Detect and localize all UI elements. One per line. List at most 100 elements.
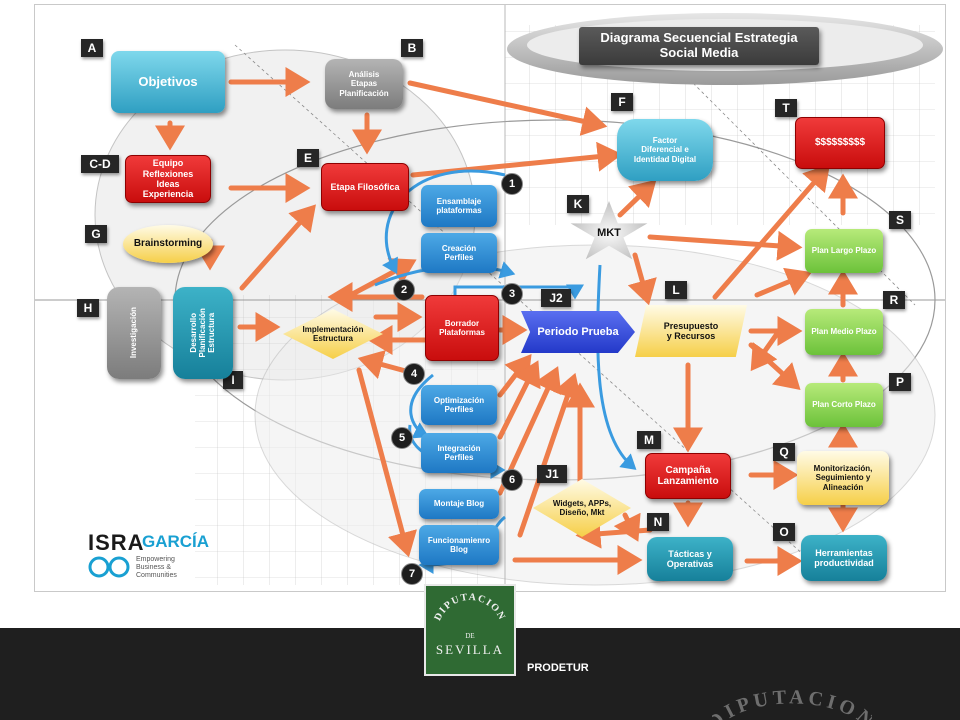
- node-montaje-label: Montaje Blog: [433, 499, 485, 509]
- letter-tag-f: F: [611, 93, 633, 111]
- node-borrador-line1: Borrador: [444, 318, 480, 328]
- letter-tag-n: N: [647, 513, 669, 531]
- letter-tag-j2: J2: [541, 289, 571, 307]
- letter-tag-o: O: [773, 523, 795, 541]
- node-widgets-line2: Diseño, Mkt: [559, 508, 605, 517]
- node-plan-corto-label: Plan Corto Plazo: [812, 400, 876, 410]
- node-creacion-line2: Perfiles: [444, 253, 474, 262]
- letter-tag-q: Q: [773, 443, 795, 461]
- node-brainstorming[interactable]: Brainstorming: [123, 225, 213, 263]
- isra-garcia-logo: ISRA GARCÍA Empowering Business & Commun…: [88, 530, 209, 580]
- isra-tagline-1: Empowering: [136, 556, 175, 563]
- letter-tag-m: M: [637, 431, 661, 449]
- node-herramientas-line1: Herramientas: [815, 547, 873, 558]
- node-herramientas-line2: productividad: [814, 558, 874, 568]
- node-equipo-line1: Equipo: [152, 158, 184, 169]
- isra-logo-name-a: ISRA: [88, 530, 145, 555]
- gear-icon: [88, 556, 130, 578]
- letter-tag-j1: J1: [537, 465, 567, 483]
- node-plan-corto[interactable]: Plan Corto Plazo: [805, 383, 883, 427]
- node-plan-largo[interactable]: Plan Largo Plazo: [805, 229, 883, 273]
- node-etapa-filosofica[interactable]: Etapa Filosófica: [321, 163, 409, 211]
- letter-tag-b: B: [401, 39, 423, 57]
- node-periodo-prueba[interactable]: Periodo Prueba: [521, 311, 635, 353]
- title-line-2: Social Media: [659, 45, 739, 60]
- diputacion-logo-graphic: DIPUTACION DE SEVILLA: [432, 592, 506, 657]
- letter-tag-g: G: [85, 225, 107, 243]
- node-optimizacion-line1: Optimización: [433, 395, 485, 405]
- step-number-3: 3: [501, 283, 523, 305]
- node-dinero[interactable]: $$$$$$$$$: [795, 117, 885, 169]
- footer-watermark-logo: DIPUTACION: [712, 686, 872, 720]
- node-objetivos[interactable]: Objetivos: [111, 51, 225, 113]
- step-number-2: 2: [393, 279, 415, 301]
- letter-tag-t: T: [775, 99, 797, 117]
- node-integracion-line2: Perfiles: [444, 453, 474, 462]
- node-campana-line2: Lanzamiento: [657, 476, 719, 487]
- node-equipo-line3: Ideas: [156, 179, 180, 189]
- node-plan-largo-label: Plan Largo Plazo: [811, 246, 877, 256]
- letter-tag-cd: C-D: [81, 155, 119, 173]
- step-number-1: 1: [501, 173, 523, 195]
- node-analisis-line2: Etapas: [350, 79, 378, 89]
- node-campana-line1: Campaña: [665, 464, 711, 476]
- node-mkt-label: MKT: [597, 226, 621, 239]
- node-objetivos-label: Objetivos: [138, 73, 198, 89]
- node-borrador-line2: Plataformas: [439, 328, 485, 337]
- node-creacion-line1: Creación: [441, 243, 477, 253]
- node-desarrollo-line2: Planificación: [198, 308, 208, 358]
- letter-tag-r: R: [883, 291, 905, 309]
- node-integracion-line1: Integración: [437, 443, 481, 453]
- letter-tag-p: P: [889, 373, 911, 391]
- footer-watermark-text: DIPUTACION: [712, 686, 872, 720]
- step-number-5: 5: [391, 427, 413, 449]
- footer-label: PRODETUR: [527, 662, 589, 674]
- node-investigacion[interactable]: Investigación: [107, 287, 161, 379]
- node-monitorizacion-line1: Monitorización,: [813, 464, 873, 474]
- node-plan-medio-label: Plan Medio Plazo: [811, 327, 877, 337]
- node-widgets-line1: Widgets, APPs,: [552, 498, 612, 508]
- node-factor-line1: Factor: [652, 136, 678, 146]
- node-dinero-label: $$$$$$$$$: [814, 137, 866, 149]
- node-funcionamiento-line1: Funcionamienro: [427, 535, 491, 545]
- diputacion-logo-de: DE: [465, 632, 474, 640]
- node-tacticas-line2: Operativas: [666, 559, 714, 569]
- node-implementacion-line2: Estructura: [312, 334, 353, 343]
- node-desarrollo-line3: Estructura: [207, 312, 217, 354]
- node-factor-line3: Identidad Digital: [633, 154, 697, 164]
- node-equipo-line2: Reflexiones: [142, 168, 194, 179]
- node-tacticas-line1: Tácticas y: [668, 548, 712, 559]
- node-factor-line2: Diferencial e: [641, 145, 689, 155]
- letter-tag-h: H: [77, 299, 99, 317]
- node-montaje[interactable]: Montaje Blog: [419, 489, 499, 519]
- node-funcionamiento-line2: Blog: [450, 545, 468, 554]
- node-etapa-filosofica-label: Etapa Filosófica: [330, 181, 400, 192]
- letter-tag-l: L: [665, 281, 687, 299]
- node-plan-medio[interactable]: Plan Medio Plazo: [805, 309, 883, 355]
- letter-tag-s: S: [889, 211, 911, 229]
- node-presupuesto-line2: y Recursos: [666, 331, 716, 341]
- node-analisis-line3: Planificación: [339, 88, 389, 98]
- isra-tagline-2: Business &: [136, 564, 172, 572]
- node-investigacion-label: Investigación: [129, 307, 139, 359]
- isra-tagline-3: Communities: [136, 572, 177, 580]
- node-optimizacion-line2: Perfiles: [444, 405, 474, 414]
- node-ensamblaje-line2: plataformas: [436, 206, 482, 215]
- node-monitorizacion-line3: Alineación: [822, 482, 864, 492]
